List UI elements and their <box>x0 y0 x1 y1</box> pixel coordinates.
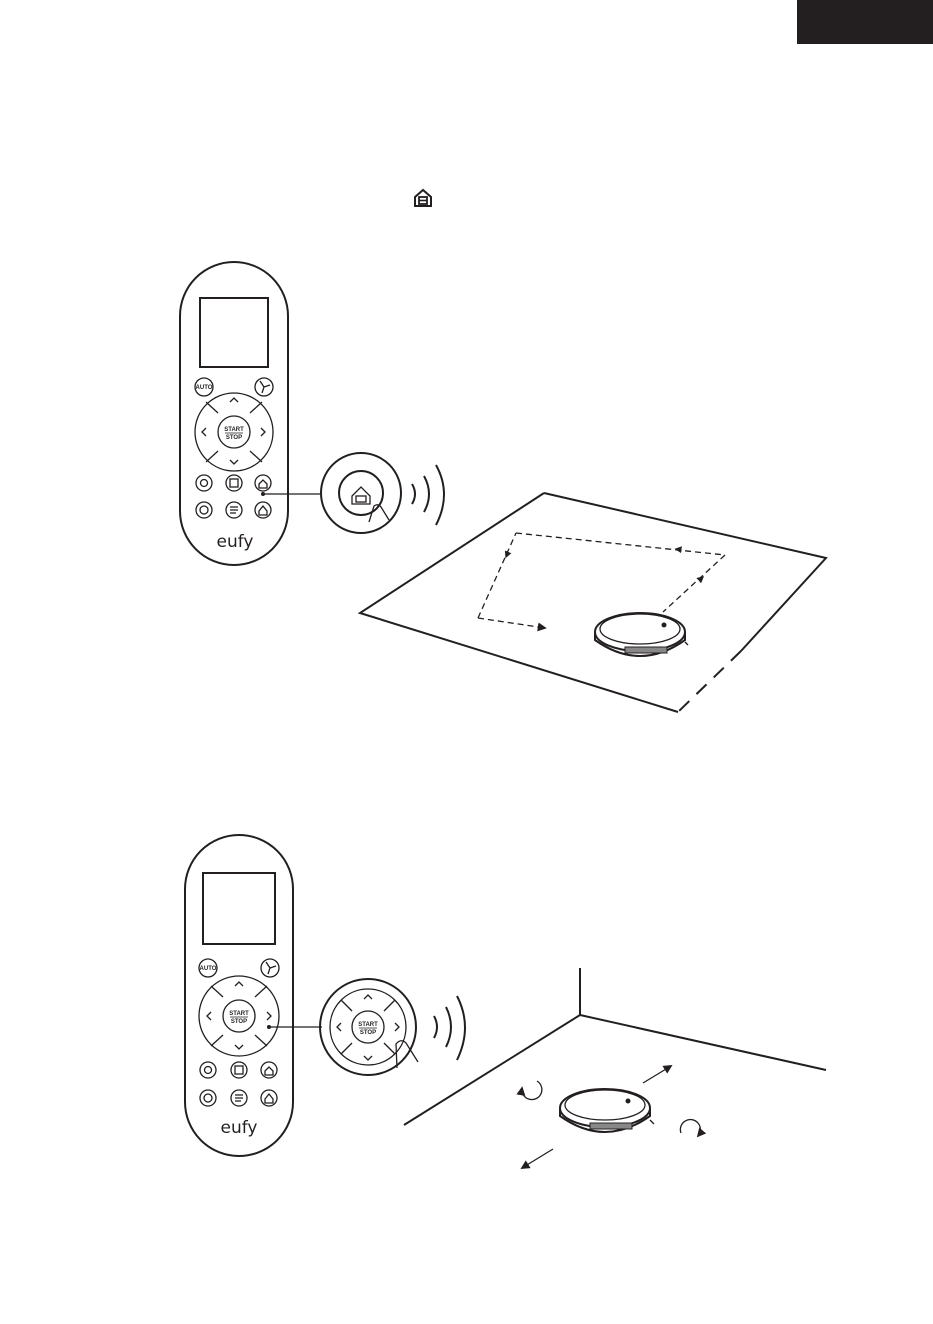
start-label: START <box>224 427 244 433</box>
right-arrow-icon <box>267 1012 271 1020</box>
up-arrow-icon <box>235 982 243 986</box>
forward-arrow-icon <box>643 1066 671 1083</box>
room-corner <box>404 968 826 1125</box>
robot-vacuum-bottom <box>560 1089 654 1132</box>
edge-clean-icon <box>200 1062 216 1078</box>
fan-speed-icon <box>261 959 279 977</box>
water-tank-icon <box>226 502 242 518</box>
signal-waves-icon <box>412 465 444 525</box>
auto-label: AUTO <box>196 385 213 391</box>
direction-pad: START STOP <box>195 393 273 471</box>
remote-control-bottom: AUTO START STOP <box>185 835 293 1156</box>
zoomed-spot-button <box>321 453 401 533</box>
home-dock-icon <box>261 1090 277 1106</box>
fan-speed-icon <box>255 378 273 396</box>
spot-clean-icon <box>255 475 271 491</box>
auto-button: AUTO <box>199 959 217 977</box>
stop-label: STOP <box>231 1019 247 1025</box>
left-arrow-icon <box>202 428 206 436</box>
signal-waves-icon <box>434 996 465 1060</box>
stop-label: STOP <box>226 435 242 441</box>
auto-label: AUTO <box>200 966 217 972</box>
auto-button: AUTO <box>195 378 213 396</box>
edge-clean-icon <box>196 475 212 491</box>
start-label: START <box>358 1022 378 1028</box>
robot-vacuum-top <box>595 613 688 656</box>
eufy-logo: eufy <box>217 532 254 552</box>
up-arrow-icon <box>230 398 238 402</box>
manual-control-arrows <box>522 1066 701 1168</box>
right-arrow-icon <box>261 428 265 436</box>
spot-clean-icon <box>261 1062 277 1078</box>
clock-icon <box>200 1090 216 1106</box>
home-dock-icon <box>255 502 271 518</box>
backward-arrow-icon <box>522 1149 553 1168</box>
direction-pad: START STOP <box>199 976 279 1056</box>
down-arrow-icon <box>235 1045 243 1049</box>
water-tank-icon <box>231 1090 247 1106</box>
down-arrow-icon <box>230 460 238 464</box>
clock-icon <box>196 502 212 518</box>
start-label: START <box>229 1011 249 1017</box>
remote-control-top: AUTO START STOP <box>180 262 288 565</box>
left-arrow-icon <box>207 1012 211 1020</box>
rotate-left-icon <box>522 1081 542 1100</box>
schedule-icon <box>226 475 242 491</box>
stop-label: STOP <box>360 1030 376 1036</box>
eufy-logo: eufy <box>221 1118 258 1138</box>
floor-plane-top <box>360 493 826 712</box>
rotate-right-icon <box>680 1120 700 1136</box>
schedule-icon <box>231 1062 247 1078</box>
spot-clean-path <box>478 533 725 632</box>
zoomed-direction-pad: START STOP <box>320 979 418 1075</box>
